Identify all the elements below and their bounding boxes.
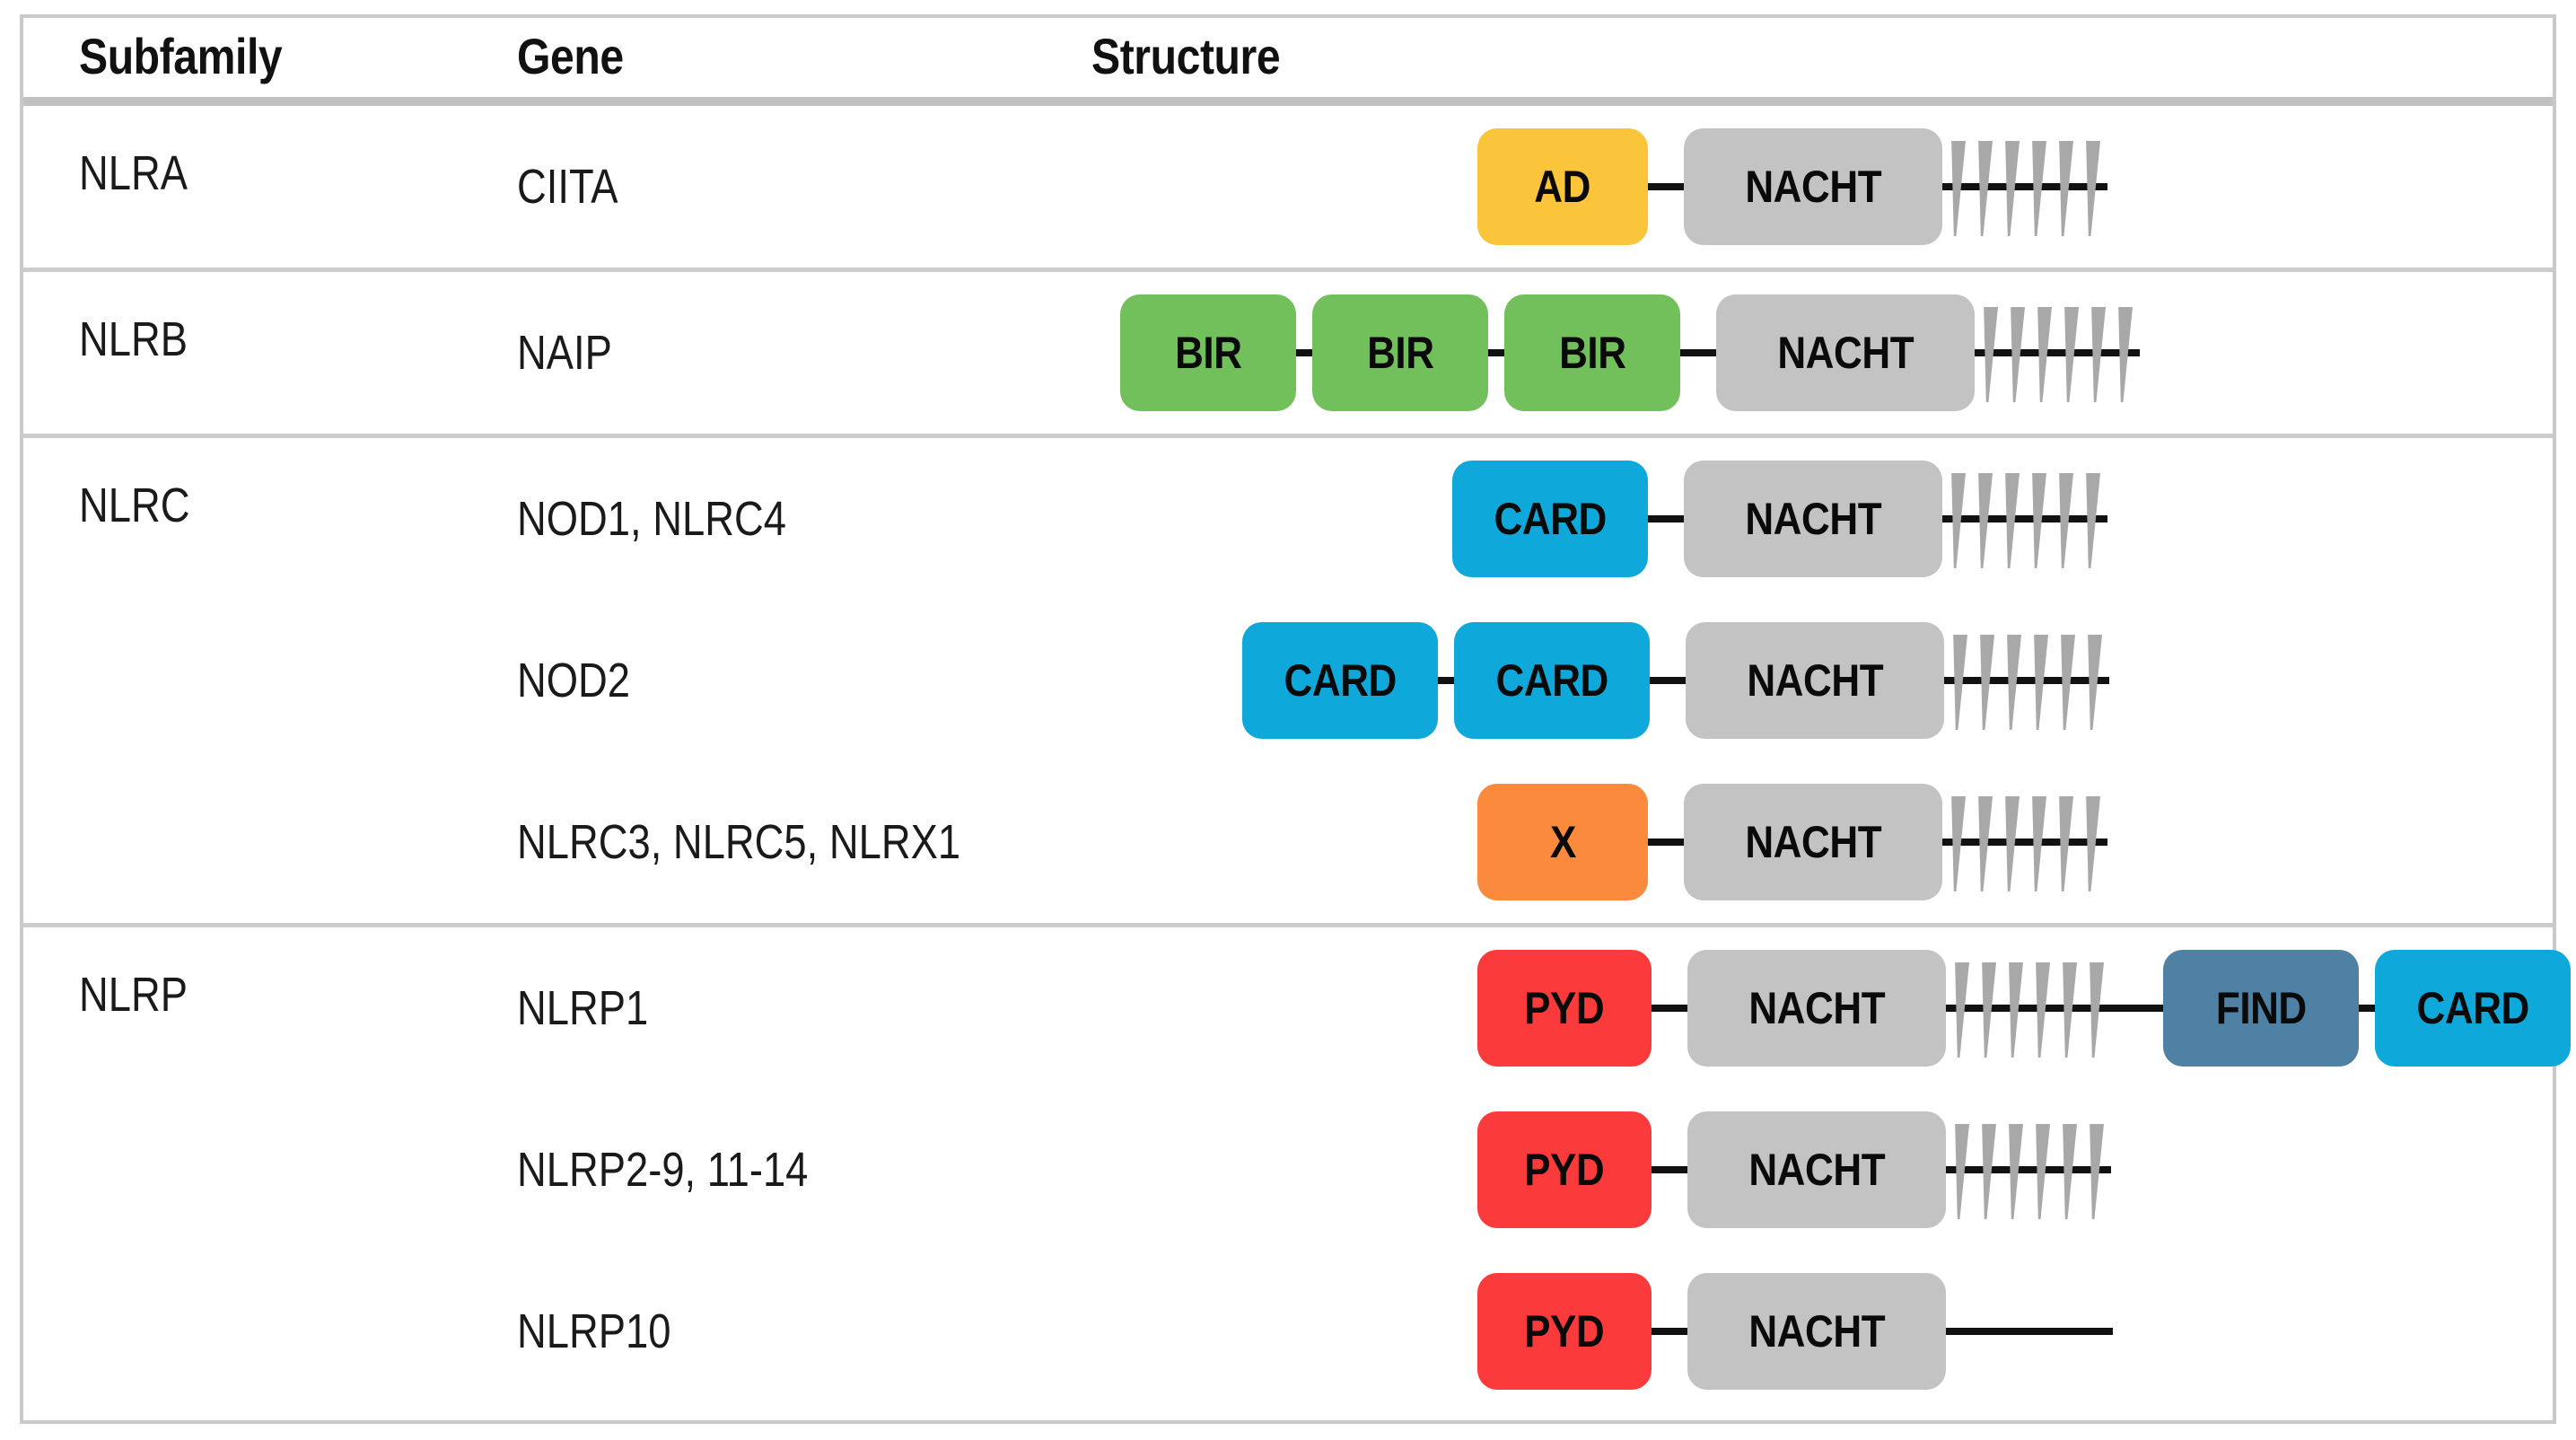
domain-card-1: CARD <box>1242 622 1438 739</box>
lrr-axis-line <box>1942 183 2107 190</box>
gene-label-nlrp1: NLRP1 <box>517 981 649 1035</box>
domain-lrr-repeats <box>1944 622 2109 739</box>
domain-x: X <box>1477 784 1648 900</box>
domain-lrr-repeats <box>1975 294 2140 411</box>
column-header-subfamily: Subfamily <box>79 28 283 85</box>
structure-diagram-nod1-nlrc4: CARD NACHT <box>1452 461 2107 577</box>
structure-diagram-ciita: AD NACHT <box>1477 128 2107 245</box>
connector-line <box>1296 349 1312 356</box>
connector-line <box>1438 677 1454 684</box>
structure-diagram-nod2: CARD CARD NACHT <box>1242 622 2109 739</box>
domain-pyd: PYD <box>1477 1111 1652 1228</box>
column-header-structure: Structure <box>1091 28 1281 85</box>
lrr-axis-line <box>1946 1005 2111 1012</box>
lrr-axis-line <box>1946 1166 2111 1173</box>
gene-row-naip: NAIP BIR BIR BIR NACHT <box>23 272 2553 434</box>
connector-line <box>1648 515 1684 522</box>
domain-nacht: NACHT <box>1686 622 1944 739</box>
domain-card-2: CARD <box>1454 622 1650 739</box>
subfamily-label-nlrb: NLRB <box>79 312 188 366</box>
gene-row-nlrp2-14: NLRP2-9, 11-14 PYD NACHT <box>23 1089 2553 1251</box>
structure-diagram-naip: BIR BIR BIR NACHT <box>1120 294 2140 411</box>
subfamily-group-nlrp: NLRP NLRP1 PYD NACHT FIND CARD <box>23 927 2571 1412</box>
domain-nacht: NACHT <box>1684 461 1942 577</box>
domain-nacht: NACHT <box>1687 1111 1946 1228</box>
gene-row-ciita: CIITA AD NACHT <box>23 106 2553 268</box>
domain-card: CARD <box>1452 461 1648 577</box>
domain-lrr-repeats <box>1942 128 2107 245</box>
domain-lrr-repeats <box>1946 950 2111 1067</box>
subfamily-label-nlrp: NLRP <box>79 968 188 1022</box>
gene-row-nlrp10: NLRP10 PYD NACHT <box>23 1251 2553 1412</box>
structure-diagram-nlrp2-14: PYD NACHT <box>1477 1111 2111 1228</box>
gene-label-nod2: NOD2 <box>517 654 631 707</box>
gene-label-ciita: CIITA <box>517 160 618 214</box>
structure-diagram-nlrp10: PYD NACHT <box>1477 1273 2113 1390</box>
gene-row-nod1-nlrc4: NOD1, NLRC4 CARD NACHT <box>23 438 2553 600</box>
structure-diagram-nlrp1: PYD NACHT FIND CARD <box>1477 950 2571 1067</box>
gene-label-nlrp2-14: NLRP2-9, 11-14 <box>517 1143 809 1197</box>
connector-line <box>1680 349 1716 356</box>
domain-find: FIND <box>2163 950 2359 1067</box>
domain-nacht: NACHT <box>1716 294 1975 411</box>
gene-row-nlrp1: NLRP1 PYD NACHT FIND CARD <box>23 927 2571 1089</box>
domain-lrr-repeats <box>1942 461 2107 577</box>
domain-pyd: PYD <box>1477 950 1652 1067</box>
domain-bir-3: BIR <box>1504 294 1680 411</box>
connector-line <box>1652 1328 1687 1335</box>
gene-label-nlrc3-nlrc5-nlrx1: NLRC3, NLRC5, NLRX1 <box>517 815 961 869</box>
subfamily-group-nlrb: NLRB NAIP BIR BIR BIR NACHT <box>23 272 2553 438</box>
connector-line <box>1650 677 1686 684</box>
subfamily-label-nlra: NLRA <box>79 146 188 200</box>
gene-label-naip: NAIP <box>517 326 612 380</box>
subfamily-label-nlrc: NLRC <box>79 479 190 532</box>
domain-lrr-repeats <box>1942 784 2107 900</box>
gene-row-nlrc3-nlrc5-nlrx1: NLRC3, NLRC5, NLRX1 X NACHT <box>23 761 2553 923</box>
gene-label-nlrp10: NLRP10 <box>517 1304 671 1358</box>
lrr-axis-line <box>1944 677 2109 684</box>
domain-nacht: NACHT <box>1684 128 1942 245</box>
connector-line <box>1488 349 1504 356</box>
subfamily-group-nlrc: NLRC NOD1, NLRC4 CARD NACHT NOD2 <box>23 438 2553 927</box>
domain-card: CARD <box>2375 950 2571 1067</box>
connector-line <box>2359 1005 2375 1012</box>
connector-line <box>1648 839 1684 846</box>
domain-ad: AD <box>1477 128 1648 245</box>
domain-nacht: NACHT <box>1684 784 1942 900</box>
domain-nacht: NACHT <box>1687 950 1946 1067</box>
lrr-axis-line <box>1942 839 2107 846</box>
domain-bir-2: BIR <box>1312 294 1488 411</box>
gene-label-nod1-nlrc4: NOD1, NLRC4 <box>517 492 786 546</box>
connector-line <box>1652 1166 1687 1173</box>
domain-nacht: NACHT <box>1687 1273 1946 1390</box>
connector-line <box>1652 1005 1687 1012</box>
connector-line <box>2111 1005 2163 1012</box>
domain-pyd: PYD <box>1477 1273 1652 1390</box>
lrr-axis-line <box>1975 349 2140 356</box>
nlr-table: Subfamily Gene Structure NLRA CIITA AD N… <box>20 14 2571 1424</box>
subfamily-group-nlra: NLRA CIITA AD NACHT <box>23 106 2553 272</box>
gene-row-nod2: NOD2 CARD CARD NACHT <box>23 600 2553 761</box>
lrr-axis-line <box>1942 515 2107 522</box>
domain-lrr-repeats <box>1946 1111 2111 1228</box>
c-terminal-tail-line <box>1946 1328 2113 1335</box>
structure-diagram-nlrc3-nlrc5-nlrx1: X NACHT <box>1477 784 2107 900</box>
column-header-gene: Gene <box>517 28 624 85</box>
connector-line <box>1648 183 1684 190</box>
domain-bir-1: BIR <box>1120 294 1296 411</box>
table-header-row: Subfamily Gene Structure <box>23 18 2553 106</box>
